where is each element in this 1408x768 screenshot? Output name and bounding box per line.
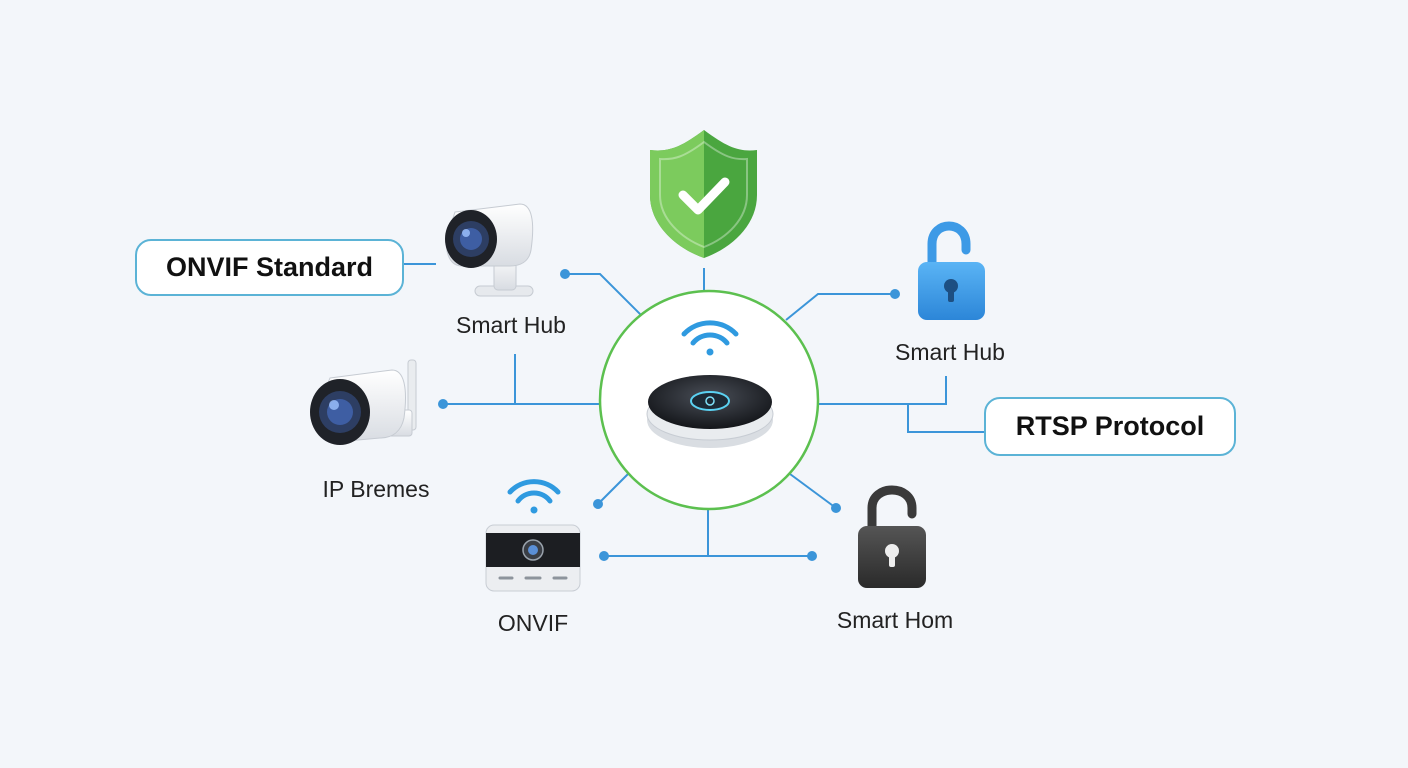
rtsp-protocol-label-box: RTSP Protocol (984, 397, 1236, 456)
camera-left-label: IP Bremes (322, 476, 430, 502)
connector-doorbell-diag (597, 473, 629, 505)
lock-dark-label: Smart Hom (836, 607, 954, 633)
shield-check-icon (650, 130, 757, 258)
video-doorbell-icon (485, 479, 581, 592)
unlocked-padlock-icon (918, 221, 985, 320)
security-camera-icon (445, 203, 534, 297)
doorbell-label: ONVIF (497, 610, 569, 636)
connector-camera-top (565, 273, 643, 317)
camera-top-label: Smart Hub (456, 312, 566, 338)
unlocked-padlock-icon (858, 485, 926, 588)
onvif-standard-label-box: ONVIF Standard (135, 239, 404, 296)
connector-lock-dark (789, 473, 837, 509)
connector-lines (404, 263, 984, 557)
lock-blue-label: Smart Hub (895, 339, 1005, 365)
security-camera-icon (310, 359, 417, 445)
wifi-icon (681, 320, 739, 356)
connector-dots (438, 269, 900, 561)
rtsp-protocol-label: RTSP Protocol (1015, 411, 1205, 441)
smart-hub-device-icon (646, 375, 774, 448)
connector-lock-blue-down (908, 376, 947, 405)
connector-lock-blue (785, 293, 895, 321)
connector-rtsp (818, 403, 984, 433)
onvif-standard-label: ONVIF Standard (165, 252, 374, 282)
